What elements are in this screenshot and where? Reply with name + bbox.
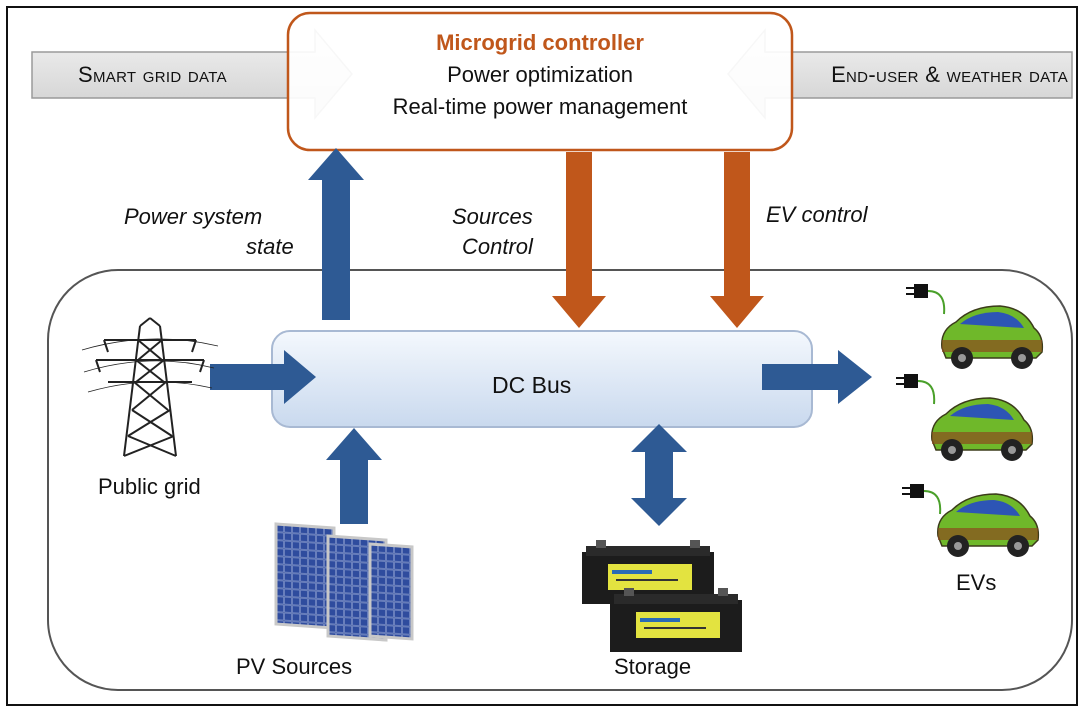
sources-control-arrow [552, 152, 606, 328]
dc-bus-label: DC Bus [492, 372, 572, 398]
ev-plug-icon-3 [902, 484, 942, 515]
smart-grid-data-label: Smart grid data [78, 62, 227, 87]
pv-sources-label: PV Sources [236, 654, 353, 679]
solar-panels-icon [274, 522, 414, 642]
transmission-tower-icon [81, 317, 219, 457]
ev-car-icon-2 [931, 397, 1034, 461]
ev-plug-icon-1 [906, 284, 946, 315]
sources-control-label-line1: Sources [452, 204, 533, 229]
ev-control-label: EV control [766, 202, 868, 227]
grid-to-bus-arrow [210, 350, 316, 404]
ev-plug-icon-2 [896, 374, 936, 405]
outer-frame [6, 6, 1078, 706]
controller-box [286, 11, 794, 152]
evs-label: EVs [956, 570, 997, 595]
controller-line-power-optimization: Power optimization [447, 62, 633, 87]
ev-control-arrow [710, 152, 764, 328]
power-state-arrow [308, 148, 364, 320]
controller-title: Microgrid controller [436, 30, 644, 55]
power-system-label-line2: state [246, 234, 294, 259]
power-system-label-line1: Power system [124, 204, 263, 229]
pv-to-bus-arrow [326, 428, 382, 524]
sources-control-label-line2: Control [462, 234, 533, 259]
ev-car-icon-1 [941, 305, 1044, 369]
bus-to-evs-arrow [762, 350, 872, 404]
controller-line-realtime-management: Real-time power management [392, 94, 688, 119]
storage-bidirectional-arrow [631, 424, 687, 526]
battery-storage-icon [582, 540, 742, 652]
storage-label: Storage [614, 654, 692, 679]
ev-car-icon-3 [937, 493, 1040, 557]
end-user-weather-data-label: End-user & weather data [831, 62, 1068, 87]
public-grid-label: Public grid [98, 474, 201, 499]
